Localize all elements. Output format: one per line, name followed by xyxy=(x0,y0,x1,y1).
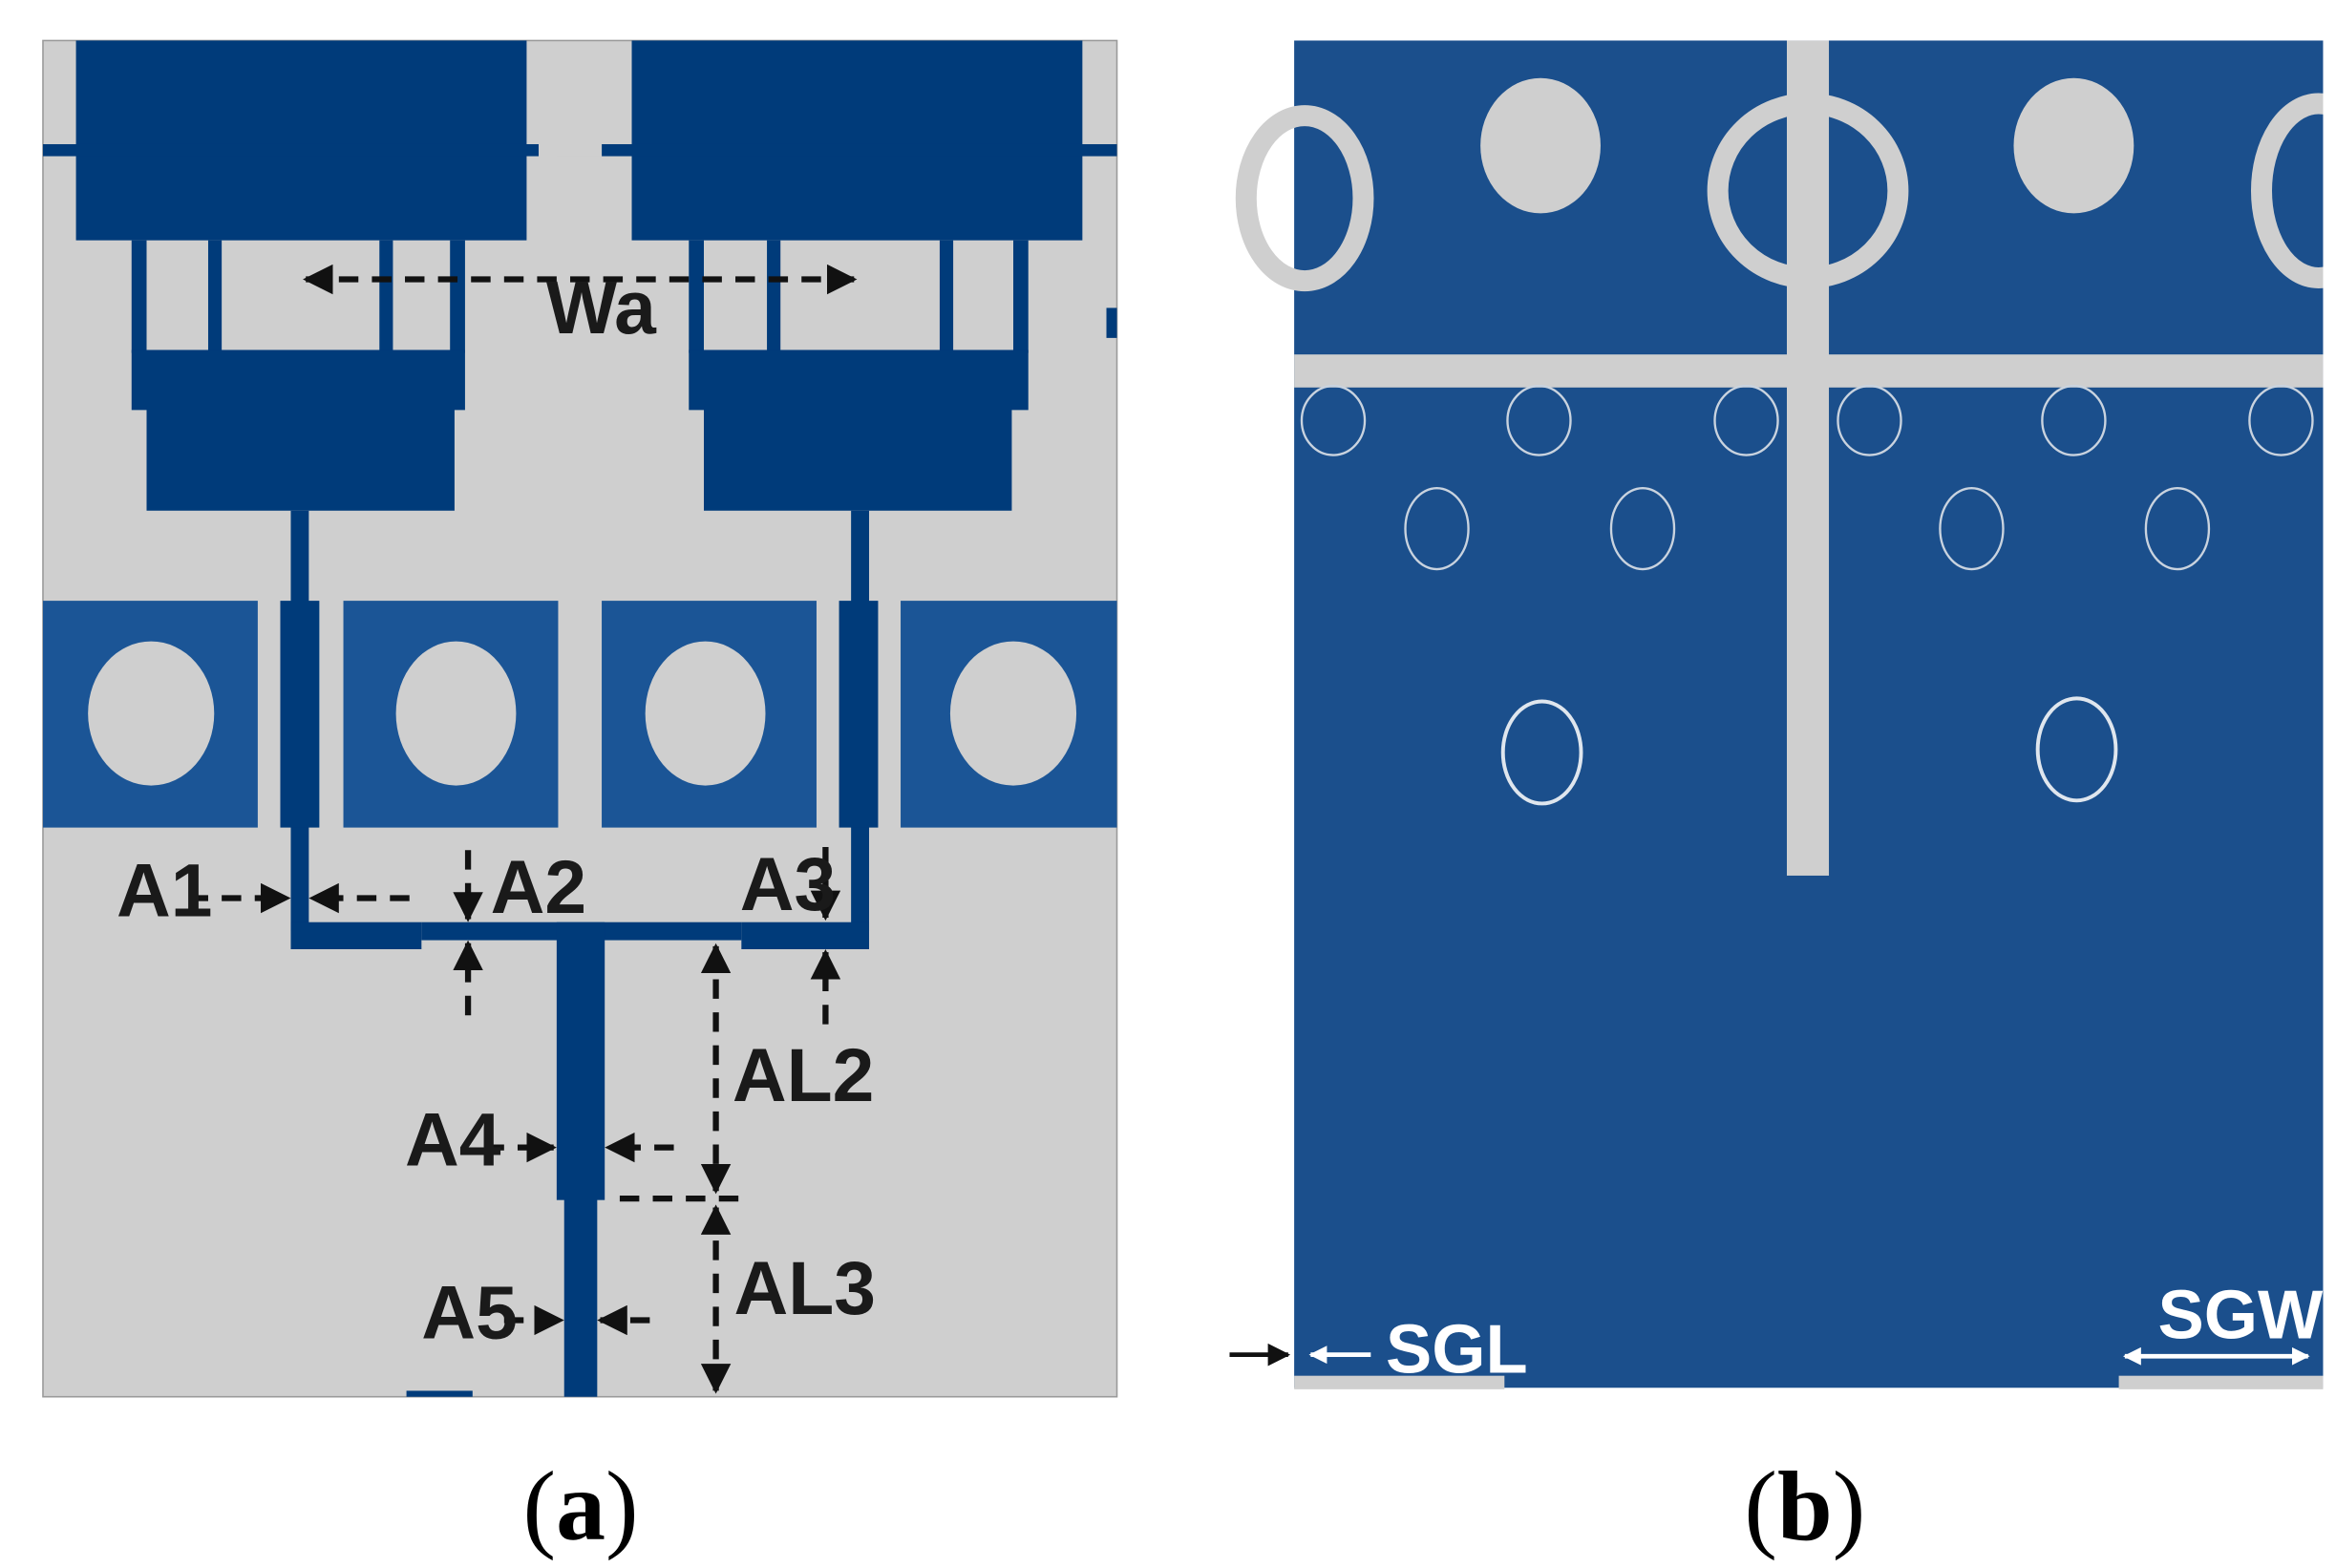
right-patch xyxy=(602,40,1117,511)
label-a4: A4 xyxy=(405,1097,501,1181)
panel-a-front-view: Wa A1 A2 A3 AL2 A4 AL3 A5 (a) xyxy=(42,39,1118,1561)
caption-a-letter: a xyxy=(556,1452,605,1561)
caption-a-open: ( xyxy=(523,1452,557,1561)
caption-b: (b) xyxy=(1744,1452,1865,1561)
label-sgw: SGW xyxy=(2157,1277,2324,1353)
small-ring xyxy=(1300,385,1367,456)
label-a2: A2 xyxy=(491,845,587,929)
label-sgl: SGL xyxy=(1386,1312,1528,1388)
caption-b-letter: b xyxy=(1777,1452,1833,1561)
circular-slot xyxy=(645,641,766,786)
ground-edge-mask xyxy=(2323,40,2336,356)
center-stub-top xyxy=(556,143,603,157)
panel-b-back-view: SGL SGW (b) xyxy=(1229,40,2336,1561)
small-ring xyxy=(2144,486,2211,571)
disk-slot xyxy=(1480,77,1601,214)
caption-b-open: ( xyxy=(1744,1452,1777,1561)
top-row-slots xyxy=(1235,40,2336,356)
caption-a: (a) xyxy=(523,1452,639,1561)
small-ring xyxy=(1506,385,1572,456)
lower-ring xyxy=(2035,696,2118,803)
feed-network xyxy=(280,510,879,1397)
ring-slot xyxy=(1707,93,1909,288)
lower-ring xyxy=(1500,699,1583,806)
caption-a-close: ) xyxy=(605,1452,639,1561)
caption-b-close: ) xyxy=(1833,1452,1866,1561)
ground-gap-right xyxy=(2118,1375,2324,1389)
disk-slot xyxy=(2013,77,2134,214)
small-ring xyxy=(1404,486,1470,571)
label-a3: A3 xyxy=(740,842,837,926)
small-ring xyxy=(1837,385,1902,456)
small-ring xyxy=(1609,486,1676,571)
label-wa: Wa xyxy=(546,265,657,350)
label-al2: AL2 xyxy=(733,1033,875,1117)
circular-slot xyxy=(88,641,215,786)
label-a1: A1 xyxy=(117,848,213,932)
vertical-slot xyxy=(1786,40,1830,876)
small-ring xyxy=(2248,385,2314,456)
lower-ring-slots xyxy=(1500,696,2118,806)
small-ring-slots xyxy=(1300,385,2314,571)
label-a5: A5 xyxy=(421,1270,518,1354)
small-ring xyxy=(2041,385,2107,456)
right-edge-stub xyxy=(1106,307,1117,338)
small-ring xyxy=(1713,385,1779,456)
circular-slot xyxy=(949,641,1077,786)
label-al3: AL3 xyxy=(733,1246,876,1330)
circular-slot xyxy=(395,641,517,786)
ring-slot xyxy=(1235,105,1374,292)
left-patch xyxy=(42,40,539,511)
ring-slot xyxy=(2251,93,2336,288)
small-ring xyxy=(1939,486,2005,571)
metasurface-cells xyxy=(42,601,1117,828)
ground-gap-left xyxy=(1294,1375,1505,1389)
